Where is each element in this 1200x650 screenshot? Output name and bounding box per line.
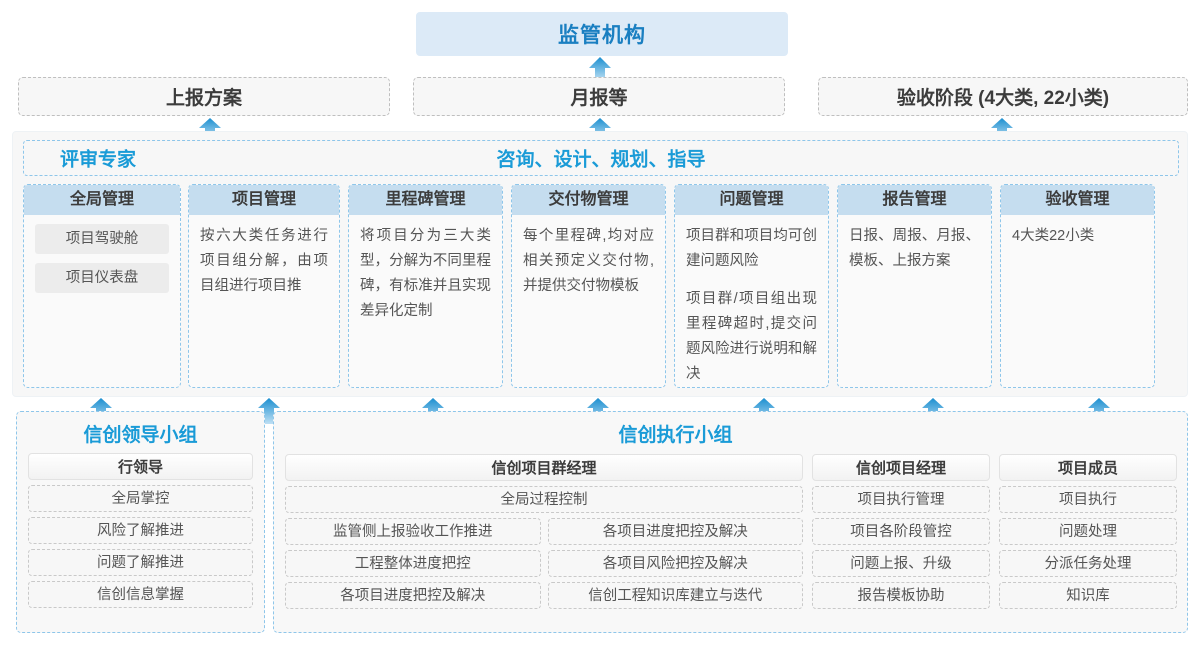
deliverable-label-0: 上报方案 [165,88,242,109]
card-body-3: 每个里程碑,均对应相关预定义交付物,并提供交付物模板 [512,215,665,299]
pm-right-item-0[interactable]: 各项目进度把控及解决 [547,518,803,545]
arrow-up-2 [991,118,1013,140]
capability-card-2[interactable]: 里程碑管理 将项目分为三大类型，分解为不同里程碑，有标准并且实现差异化定制 [348,184,503,388]
projm-item-3[interactable]: 报告模板协助 [812,582,990,609]
pm-left-item-0[interactable]: 监管侧上报验收工作推进 [285,518,541,545]
capability-card-3[interactable]: 交付物管理 每个里程碑,均对应相关预定义交付物,并提供交付物模板 [511,184,666,388]
card-body-5: 日报、周报、月报、模板、上报方案 [838,215,991,274]
card-title-0: 全局管理 [24,185,180,215]
role-consulting-label: 咨询、设计、规划、指导 [496,149,706,171]
card-para-4-1: 项目群/项目组出现里程碑超时,提交问题风险进行说明和解决 [686,291,817,382]
exec-group-title: 信创执行小组 [618,425,733,446]
card-pill-0-1[interactable]: 项目仪表盘 [35,263,169,293]
leader-head[interactable]: 行领导 [28,453,253,480]
card-para-1-0: 按六大类任务进行项目组分解，由项目组进行项目推 [200,228,328,294]
projm-item-1[interactable]: 项目各阶段管控 [812,518,990,545]
card-title-3: 交付物管理 [512,185,665,215]
card-para-2-0: 将项目分为三大类型，分解为不同里程碑，有标准并且实现差异化定制 [360,228,491,319]
arrow-up-1 [589,118,611,140]
exec-group-panel: 信创执行小组 信创项目群经理 全局过程控制 监管侧上报验收工作推进 工程整体进度… [273,411,1188,633]
card-title-1: 项目管理 [189,185,339,215]
member-head[interactable]: 项目成员 [999,454,1177,481]
capability-card-6[interactable]: 验收管理 4大类22小类 [1000,184,1155,388]
project-manager-head[interactable]: 信创项目经理 [812,454,990,481]
regulator-label: 监管机构 [558,24,646,47]
capability-card-5[interactable]: 报告管理 日报、周报、月报、模板、上报方案 [837,184,992,388]
program-manager-subcols: 监管侧上报验收工作推进 工程整体进度把控 各项目进度把控及解决 各项目进度把控及… [285,518,803,614]
card-para-3-0: 每个里程碑,均对应相关预定义交付物,并提供交付物模板 [523,228,654,294]
projm-item-2[interactable]: 问题上报、升级 [812,550,990,577]
pm-left-item-1[interactable]: 工程整体进度把控 [285,550,541,577]
leader-item-1[interactable]: 风险了解推进 [28,517,253,544]
program-manager-head[interactable]: 信创项目群经理 [285,454,803,481]
project-manager-col: 信创项目经理 项目执行管理 项目各阶段管控 问题上报、升级 报告模板协助 [812,454,990,614]
leader-group-panel: 信创领导小组 行领导 全局掌控 风险了解推进 问题了解推进 信创信息掌握 [16,411,265,633]
program-manager-right-col: 各项目进度把控及解决 各项目风险把控及解决 信创工程知识库建立与迭代 [547,518,803,614]
pm-left-item-2[interactable]: 各项目进度把控及解决 [285,582,541,609]
projm-item-0[interactable]: 项目执行管理 [812,486,990,513]
card-para-5-0: 日报、周报、月报、模板、上报方案 [849,228,980,269]
card-title-5: 报告管理 [838,185,991,215]
leader-item-3[interactable]: 信创信息掌握 [28,581,253,608]
regulator-box: 监管机构 [416,12,788,56]
pm-right-item-1[interactable]: 各项目风险把控及解决 [547,550,803,577]
pm-right-item-2[interactable]: 信创工程知识库建立与迭代 [547,582,803,609]
card-title-2: 里程碑管理 [349,185,502,215]
deliverable-box-0: 上报方案 [18,77,390,116]
member-item-3[interactable]: 知识库 [999,582,1177,609]
card-body-2: 将项目分为三大类型，分解为不同里程碑，有标准并且实现差异化定制 [349,215,502,324]
card-para-4-0: 项目群和项目均可创建问题风险 [686,228,817,269]
member-col: 项目成员 项目执行 问题处理 分派任务处理 知识库 [999,454,1177,614]
capability-card-4[interactable]: 问题管理 项目群和项目均可创建问题风险 项目群/项目组出现里程碑超时,提交问题风… [674,184,829,388]
deliverable-box-2: 验收阶段 (4大类, 22小类) [818,77,1188,116]
role-reviewer-label: 评审专家 [60,149,137,171]
card-pill-0-0[interactable]: 项目驾驶舱 [35,224,169,254]
program-manager-col: 信创项目群经理 全局过程控制 监管侧上报验收工作推进 工程整体进度把控 各项目进… [285,454,803,614]
member-item-2[interactable]: 分派任务处理 [999,550,1177,577]
arrow-to-regulator [589,57,611,83]
card-body-0: 项目驾驶舱 项目仪表盘 [24,215,180,293]
card-para-6-0: 4大类22小类 [1012,228,1095,244]
leader-group-stack: 行领导 全局掌控 风险了解推进 问题了解推进 信创信息掌握 [17,447,264,608]
capability-layer: 评审专家 咨询、设计、规划、指导 全局管理 项目驾驶舱 项目仪表盘 项目管理 按… [12,131,1188,397]
card-body-6: 4大类22小类 [1001,215,1154,249]
card-title-6: 验收管理 [1001,185,1154,215]
card-title-4: 问题管理 [675,185,828,215]
role-band: 评审专家 咨询、设计、规划、指导 [23,140,1179,176]
leader-item-0[interactable]: 全局掌控 [28,485,253,512]
member-item-1[interactable]: 问题处理 [999,518,1177,545]
program-manager-left-col: 监管侧上报验收工作推进 工程整体进度把控 各项目进度把控及解决 [285,518,541,614]
deliverable-label-2: 验收阶段 (4大类, 22小类) [896,88,1110,109]
leader-group-title: 信创领导小组 [83,425,198,446]
leader-item-2[interactable]: 问题了解推进 [28,549,253,576]
deliverable-box-1: 月报等 [413,77,785,116]
arrow-mid-1 [258,398,280,424]
member-item-0[interactable]: 项目执行 [999,486,1177,513]
arrow-up-0 [199,118,221,140]
program-manager-global-item[interactable]: 全局过程控制 [285,486,803,513]
card-body-4: 项目群和项目均可创建问题风险 项目群/项目组出现里程碑超时,提交问题风险进行说明… [675,215,828,387]
deliverable-label-1: 月报等 [570,88,628,109]
capability-card-1[interactable]: 项目管理 按六大类任务进行项目组分解，由项目组进行项目推 [188,184,340,388]
capability-card-0[interactable]: 全局管理 项目驾驶舱 项目仪表盘 [23,184,181,388]
card-body-1: 按六大类任务进行项目组分解，由项目组进行项目推 [189,215,339,299]
